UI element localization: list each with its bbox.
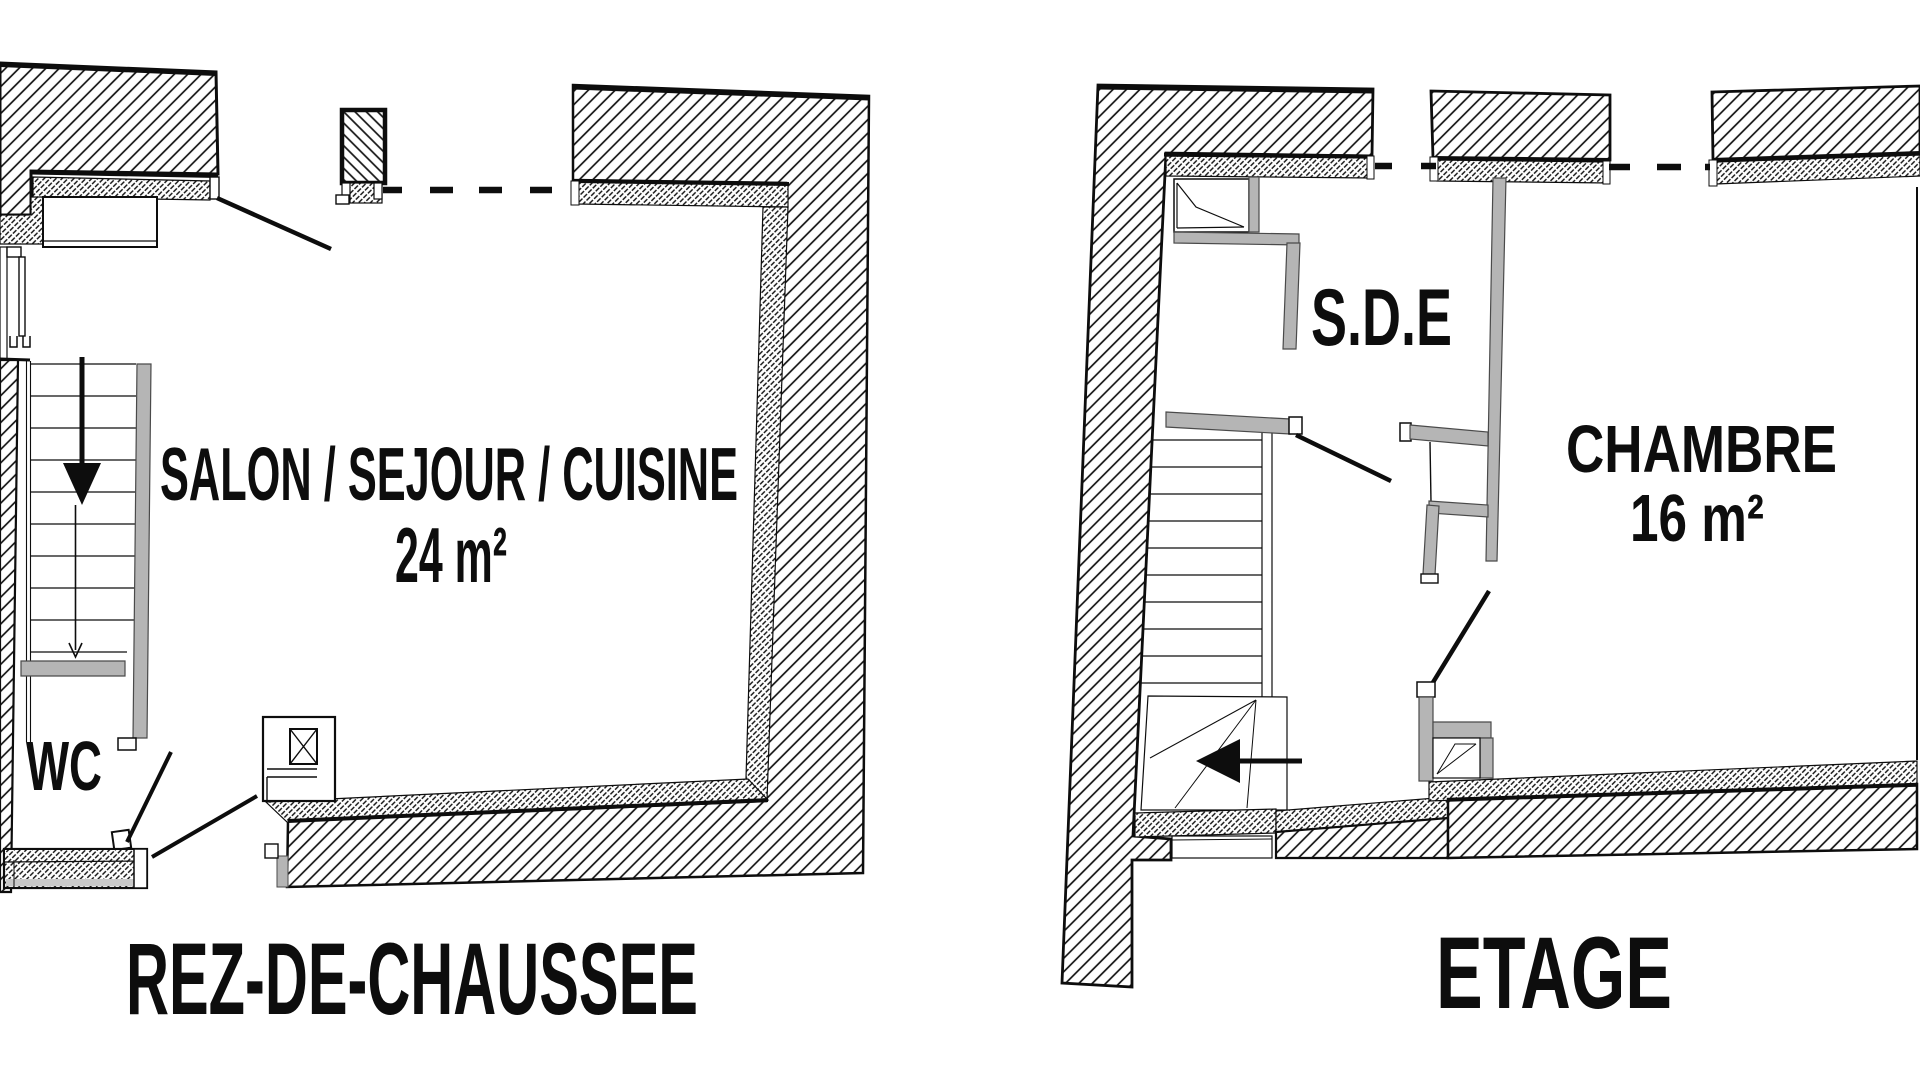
svg-text:ETAGE: ETAGE xyxy=(1436,916,1672,1030)
svg-text:WC: WC xyxy=(26,727,102,805)
svg-text:16 m²: 16 m² xyxy=(1630,481,1764,556)
svg-text:24 m²: 24 m² xyxy=(395,511,507,599)
svg-text:S.D.E: S.D.E xyxy=(1311,273,1452,363)
svg-text:REZ-DE-CHAUSSEE: REZ-DE-CHAUSSEE xyxy=(126,922,698,1036)
svg-text:SALON / SEJOUR / CUISINE: SALON / SEJOUR / CUISINE xyxy=(160,432,738,516)
svg-text:CHAMBRE: CHAMBRE xyxy=(1566,412,1837,487)
